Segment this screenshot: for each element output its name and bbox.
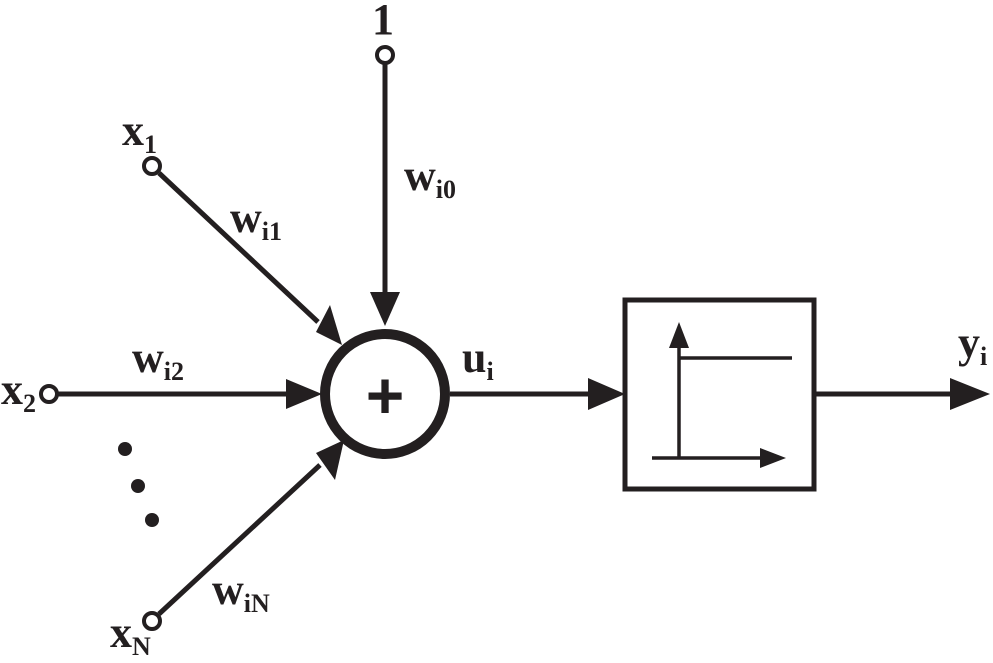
x1-input-node [142, 156, 162, 176]
output-label: yi [958, 318, 987, 371]
step-function-icon [652, 322, 792, 468]
xN-label: xN [110, 608, 151, 661]
weight-wi2-label: wi2 [132, 333, 184, 386]
bias-input-node [375, 45, 395, 65]
summation-symbol: + [366, 358, 405, 432]
weight-wiN-label: wiN [212, 565, 270, 618]
x2-input-node [39, 384, 59, 404]
x2-label: x2 [1, 365, 36, 418]
output-connection [814, 378, 990, 410]
x1-label: x1 [122, 106, 157, 159]
summation-node: + [320, 329, 450, 459]
net-input-connection [450, 378, 625, 410]
bias-connection [370, 62, 400, 326]
xN-connection [157, 440, 344, 616]
ellipsis-dots [118, 442, 159, 527]
weight-wi0-label: wi0 [404, 151, 456, 204]
xN-input-node [142, 611, 162, 631]
x1-connection [157, 171, 342, 345]
bias-label: 1 [372, 0, 394, 44]
activation-function-block [622, 297, 817, 492]
weight-wi1-label: wi1 [230, 193, 282, 246]
x2-connection [57, 379, 322, 409]
net-input-label: ui [462, 333, 494, 386]
